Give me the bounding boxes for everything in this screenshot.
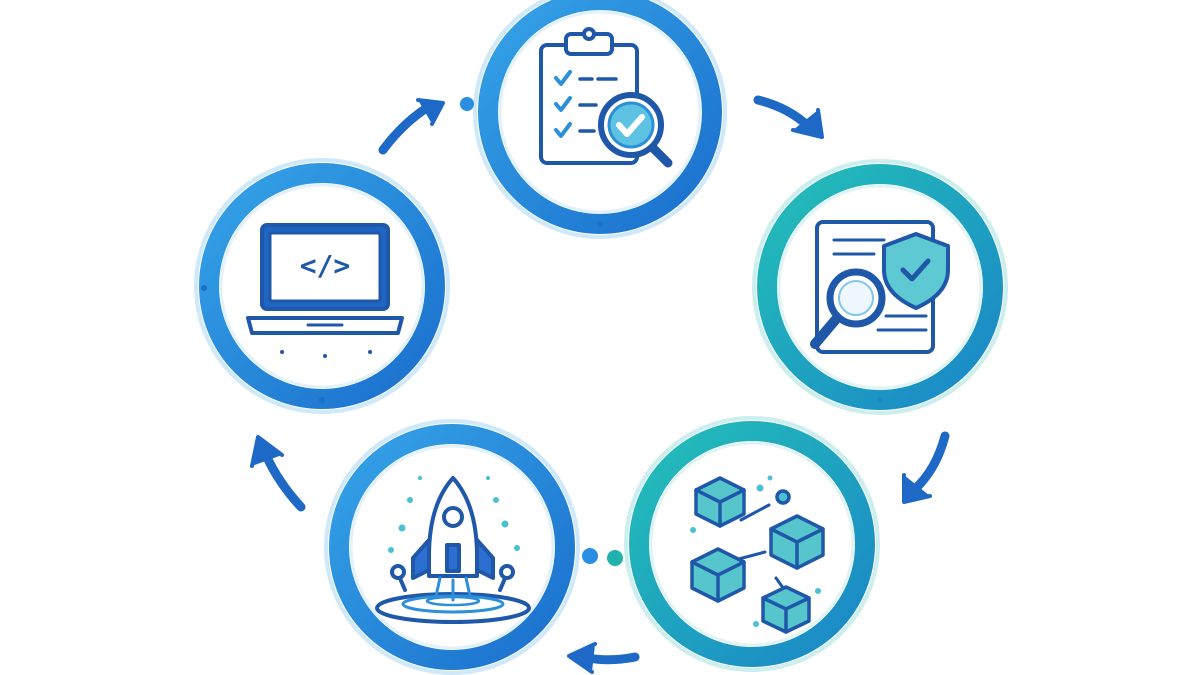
rocket-launch-icon: [375, 476, 531, 624]
connected-cubes-icon: [690, 475, 825, 634]
ring-connector-dot: [607, 550, 623, 566]
document-shield-magnifier-icon: [810, 220, 950, 354]
ring-connector-dot: [460, 97, 474, 111]
stage-launch: [318, 414, 598, 675]
stage-planning-outer-ring: [473, 0, 727, 239]
arrow-launch-to-code: [250, 435, 306, 512]
stage-code-outer-ring: [194, 158, 450, 414]
ring-connector-dot: [582, 548, 598, 564]
arrow-review-to-build: [902, 431, 950, 504]
cycle-arrows: [250, 95, 950, 674]
code-label: </>: [300, 249, 351, 282]
stage-planning: [460, 0, 732, 246]
stage-build: [607, 411, 886, 675]
stage-review: [746, 154, 1014, 422]
stage-build-ring: [629, 421, 875, 667]
stage-code: </>: [188, 153, 456, 421]
laptop-code-icon: [246, 223, 404, 358]
clipboard-checklist-magnifier-icon: [539, 27, 673, 168]
stage-launch-outer-ring: [324, 419, 580, 675]
stage-build-outer-ring: [624, 416, 880, 672]
arrow-planning-to-review: [753, 95, 824, 139]
arrow-code-to-planning: [378, 98, 445, 155]
stage-review-outer-ring: [752, 159, 1008, 415]
arrow-build-to-launch: [567, 642, 640, 674]
